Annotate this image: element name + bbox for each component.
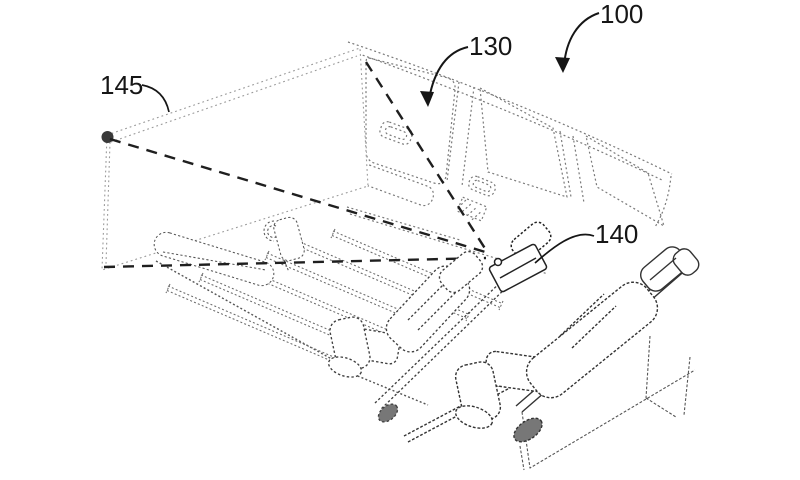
bracket-c-clamp [263,220,275,242]
rear-mounting-panel [519,335,696,471]
leader-145 [141,84,170,113]
ref-label-140: 140 [595,219,639,249]
door-handle-middle [468,175,496,197]
middle-row-seat [327,250,513,423]
projection-rays [103,61,493,269]
arrowhead-130 [420,91,434,107]
middle-seat-foot-roll [327,356,363,378]
door-latch-hatched [456,196,488,222]
rear-seat-roller-hatched [513,417,543,443]
rear-seat-foot-roll [454,405,494,429]
rear-seat-bolster-lines [559,293,617,349]
rear-row-seat [403,246,700,471]
c-pillar [559,130,585,204]
projection-screen [101,47,369,271]
window-middle [479,87,568,198]
rear-seat-backrest [525,281,659,399]
door-belt-line [346,206,461,241]
seat-anchor-bracket [263,216,305,273]
middle-seat-support-slab [373,276,513,411]
vehicle-body-outline [346,41,673,275]
b-pillar [446,81,475,187]
rear-headrest-seam [649,257,677,281]
roof-inner-line [353,51,663,181]
ref-label-130: 130 [469,31,513,61]
window-rear [585,135,665,227]
floor-near-edge [155,260,429,406]
window-front [365,57,456,185]
projector-lens [493,257,503,267]
rear-seat-side-bolster [672,248,700,276]
ref-label-145: 145 [100,70,144,100]
d-pillar [654,175,672,228]
ref-label-100: 100 [600,0,644,29]
projection-ray-top-left [109,137,493,256]
projector-face-line [499,257,537,279]
arrowhead-100 [555,57,570,73]
cabin-floor [153,216,504,406]
middle-seat-leg-hatched [377,403,399,423]
projector-unit [488,221,552,293]
roof-line [347,41,673,175]
leader-130 [428,46,469,100]
door-handle-front [379,121,413,145]
leader-140 [534,233,595,264]
reference-leaders [141,12,600,264]
projection-ray-bottom-left [103,256,487,269]
middle-seat-headrest [438,250,484,294]
front-row-flat-seat [153,231,275,287]
screen-corner-mount-dot [101,131,114,143]
